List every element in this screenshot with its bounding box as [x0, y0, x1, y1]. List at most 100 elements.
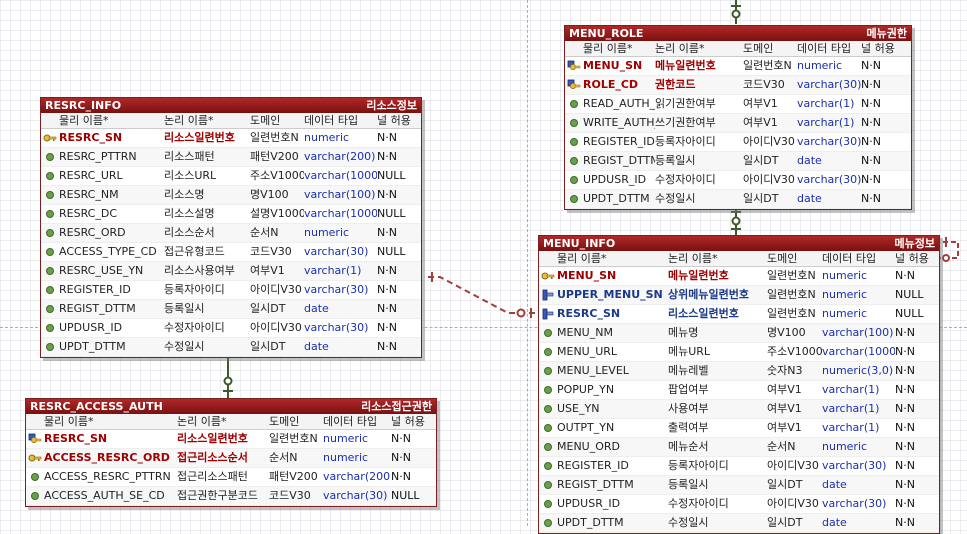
attribute-physical-name: REGIST_DTTM: [557, 478, 634, 491]
attribute-logical-name: 리소스명: [164, 188, 205, 201]
attribute-nullable: N·N: [377, 321, 397, 334]
attribute-domain: 코드V30: [250, 245, 292, 258]
attribute-domain: 주소V1000: [250, 169, 304, 182]
attribute-data-type: numeric: [304, 131, 350, 144]
column-header-nullable: 널 허용: [861, 42, 895, 55]
attribute-icon: [41, 186, 59, 204]
attribute-data-type: date: [304, 302, 329, 315]
attribute-nullable: N·N: [861, 116, 881, 129]
attribute-physical-name: RESRC_NM: [59, 188, 119, 201]
column-header-physical: 물리 이름*: [583, 42, 633, 55]
pk-fk-icon: [565, 76, 583, 94]
attribute-data-type: numeric: [304, 226, 350, 239]
attribute-physical-name: OUTPT_YN: [557, 421, 615, 434]
attribute-logical-name: 등록일시: [668, 478, 709, 491]
entity-name: RESRC_INFO: [45, 99, 122, 112]
page-break-vertical: [527, 0, 528, 526]
attribute-domain: 여부V1: [743, 97, 778, 110]
column-header-nullable: 널 허용: [391, 415, 425, 428]
attribute-domain: 패턴V200: [250, 150, 299, 163]
relation-menu-role-top[interactable]: [731, 0, 741, 24]
attribute-row[interactable]: READ_AUTH_YN읽기권한여부여부V1varchar(1)N·N: [565, 95, 911, 114]
attribute-data-type: numeric: [822, 307, 868, 320]
column-header-nullable: 널 허용: [895, 252, 929, 265]
attribute-domain: 일시DT: [767, 516, 803, 529]
column-header-domain: 도메인: [743, 42, 774, 55]
attribute-physical-name: POPUP_YN: [557, 383, 615, 396]
attribute-physical-name: RESRC_USE_YN: [59, 264, 144, 277]
attribute-icon: [41, 319, 59, 337]
column-header-logical: 논리 이름*: [164, 114, 214, 127]
column-header-physical: 물리 이름*: [59, 114, 109, 127]
attribute-data-type: date: [797, 192, 822, 205]
attribute-nullable: N·N: [377, 131, 397, 144]
attribute-nullable: N·N: [377, 302, 397, 315]
attribute-logical-name: 리소스URL: [164, 169, 217, 182]
attribute-icon: [41, 167, 59, 185]
attribute-data-type: varchar(30): [323, 489, 388, 502]
primary-key-icon: [41, 129, 59, 147]
attribute-icon: [539, 324, 557, 342]
attribute-nullable: NULL: [377, 169, 406, 182]
attribute-row[interactable]: WRITE_AUTH_YN쓰기권한여부여부V1varchar(1)N·N: [565, 114, 911, 133]
attribute-logical-name: 메뉴레벨: [668, 364, 709, 377]
attribute-domain: 패턴V200: [269, 470, 318, 483]
attribute-icon: [565, 114, 583, 132]
attribute-data-type: date: [797, 154, 822, 167]
attribute-logical-name: 메뉴순서: [668, 440, 709, 453]
relation-menu-info-self[interactable]: [935, 237, 959, 262]
column-header-domain: 도메인: [269, 415, 300, 428]
attribute-data-type: varchar(30): [822, 497, 887, 510]
attribute-nullable: N·N: [377, 264, 397, 277]
attribute-physical-name: MENU_SN: [583, 59, 643, 72]
attribute-data-type: numeric: [323, 451, 369, 464]
attribute-physical-name: ACCESS_RESRC_ORD: [44, 451, 170, 464]
relation-resrc-info-menu-info[interactable]: [428, 272, 539, 318]
attribute-nullable: N·N: [895, 478, 915, 491]
